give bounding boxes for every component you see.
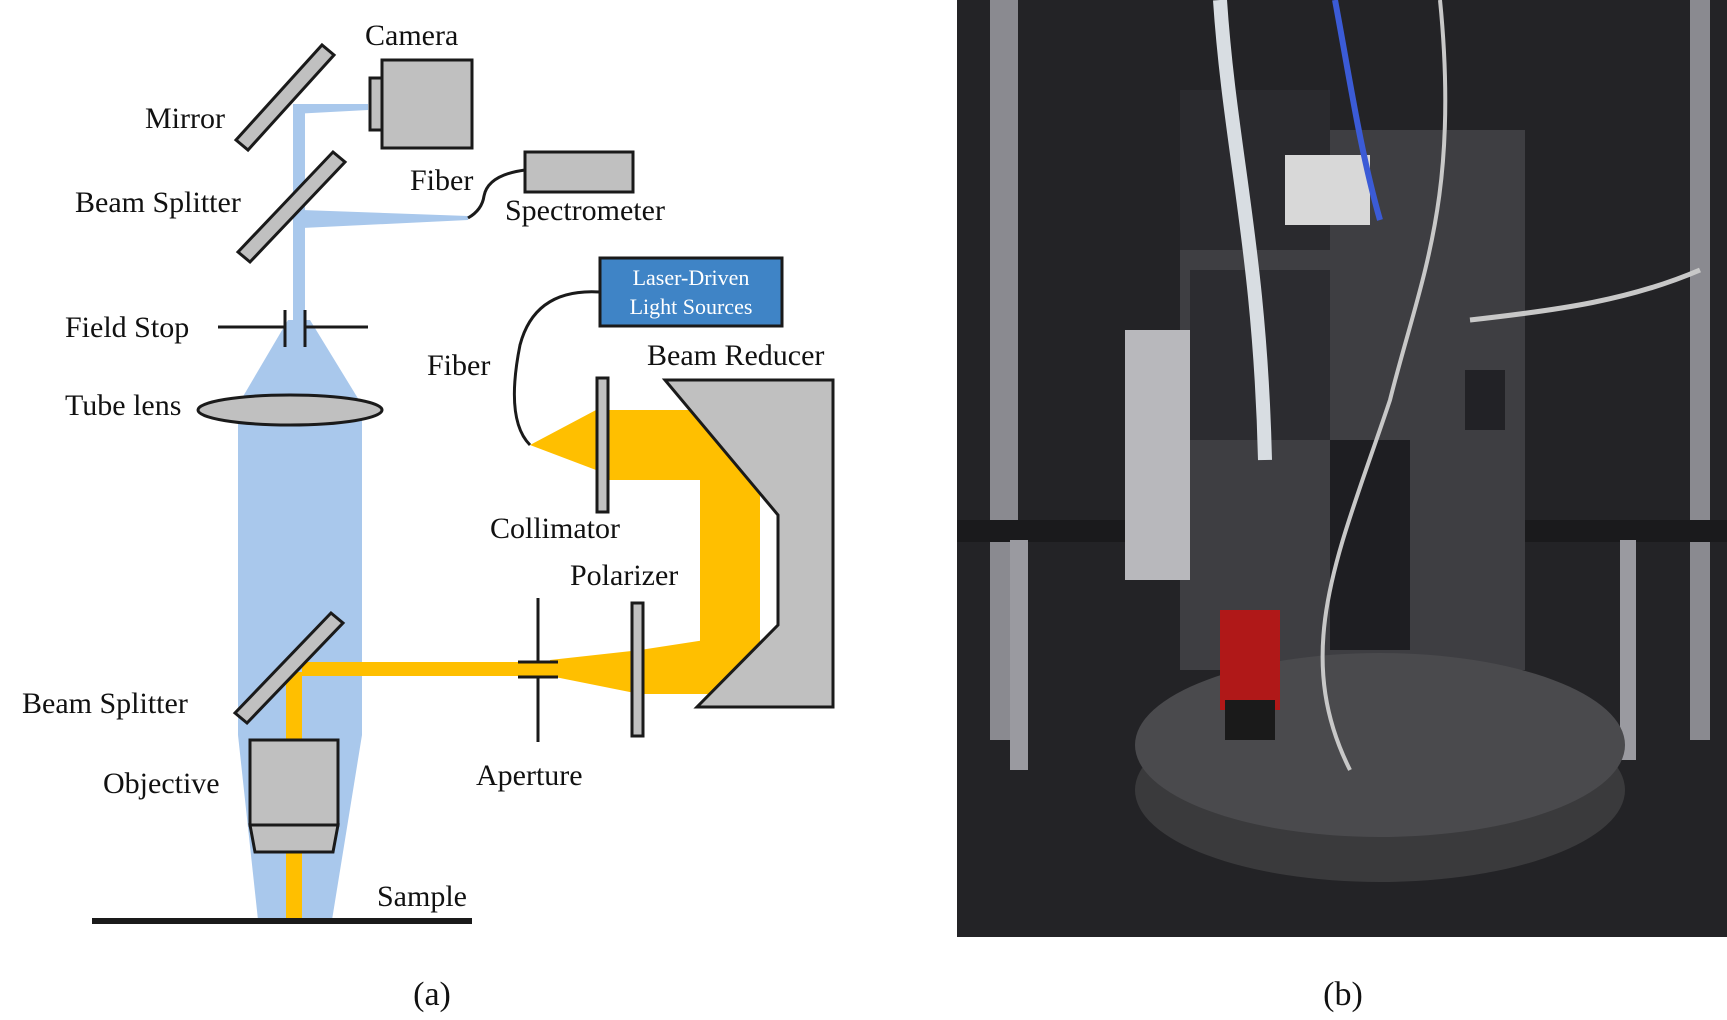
beam-splitter-bottom-plate <box>232 610 346 726</box>
polarizer: Polarizer <box>570 559 678 738</box>
field-stop-label: Field Stop <box>65 311 189 344</box>
beam-reducer-label: Beam Reducer <box>647 339 824 372</box>
collimator: Collimator <box>490 376 620 545</box>
polarizer-label: Polarizer <box>570 559 678 592</box>
sample-slide <box>92 918 472 924</box>
horizontal-beam <box>302 662 550 676</box>
source-cone <box>530 410 596 470</box>
frame-post-right <box>1690 0 1710 740</box>
reducer-vertical-beam <box>700 430 760 650</box>
objective-photo <box>1220 610 1280 710</box>
beam-splitter-top-plate <box>235 149 348 265</box>
spectrometer-box <box>523 150 635 194</box>
beam-splitter-bottom-label: Beam Splitter <box>22 687 188 720</box>
sample-label: Sample <box>377 880 467 913</box>
spectrometer-label: Spectrometer <box>505 194 665 227</box>
camera-body <box>380 58 474 150</box>
cable-fiber <box>1320 0 1448 771</box>
tube-lens-label: Tube lens <box>65 389 181 422</box>
spectrometer-group: Fiber Spectrometer <box>410 150 665 227</box>
fiber-mid-label: Fiber <box>427 349 490 382</box>
mirror: Mirror <box>145 42 337 153</box>
field-stop: Field Stop <box>65 310 368 347</box>
caption-a: (a) <box>413 976 451 1013</box>
table-legs <box>1010 540 1028 770</box>
side-rail <box>1125 330 1190 580</box>
mount-plate-window <box>1465 370 1505 430</box>
mirror-plate <box>233 42 337 153</box>
aperture: Aperture <box>476 598 583 792</box>
stage-disk-top <box>1135 653 1625 837</box>
polarizer-plate <box>630 601 645 738</box>
camera-lens <box>368 76 384 132</box>
collimator-plate <box>595 376 610 514</box>
objective-body <box>248 738 340 827</box>
tube-lens: Tube lens <box>65 389 384 427</box>
schematic-panel: Camera Mirror Beam Splitter Fiber Spectr… <box>22 19 835 924</box>
cable-blue <box>1332 0 1383 221</box>
objective-tip <box>248 823 340 854</box>
light-source-line1: Laser-Driven <box>633 265 750 290</box>
mirror-label: Mirror <box>145 102 225 135</box>
cable-right <box>1469 267 1701 323</box>
beam-reducer: Beam Reducer <box>647 339 835 709</box>
caption-b: (b) <box>1323 976 1363 1013</box>
imaging-beam-to-fiber <box>302 210 468 228</box>
sample: Sample <box>92 880 472 924</box>
light-source: Laser-Driven Light Sources Fiber <box>427 256 784 447</box>
illumination-beam <box>286 410 760 920</box>
beam-reducer-prism <box>661 378 835 709</box>
photo-panel <box>957 0 1727 937</box>
aperture-label: Aperture <box>476 759 583 792</box>
cable-main <box>1213 0 1272 461</box>
imaging-beam-to-camera <box>293 104 368 114</box>
objective: Objective <box>103 738 340 854</box>
objective-label: Objective <box>103 767 220 800</box>
converging-beam <box>550 650 640 694</box>
fiber-top-label: Fiber <box>410 164 473 197</box>
camera-block <box>1285 155 1370 225</box>
beam-splitter-top: Beam Splitter <box>75 149 348 265</box>
light-source-line2: Light Sources <box>630 294 753 319</box>
collimator-label: Collimator <box>490 512 620 545</box>
imaging-beam-upper <box>293 110 305 320</box>
light-source-box <box>598 256 784 328</box>
objective-photo-tip <box>1225 700 1275 740</box>
table-leg-2 <box>1620 540 1636 760</box>
camera-label: Camera <box>365 19 458 52</box>
beam-splitter-top-label: Beam Splitter <box>75 186 241 219</box>
beam-splitter-bottom: Beam Splitter <box>22 610 346 726</box>
fiber-mid-line <box>512 290 601 447</box>
camera: Camera <box>365 19 474 150</box>
fiber-top-line <box>467 168 526 220</box>
tube-lens-shape <box>196 393 384 427</box>
